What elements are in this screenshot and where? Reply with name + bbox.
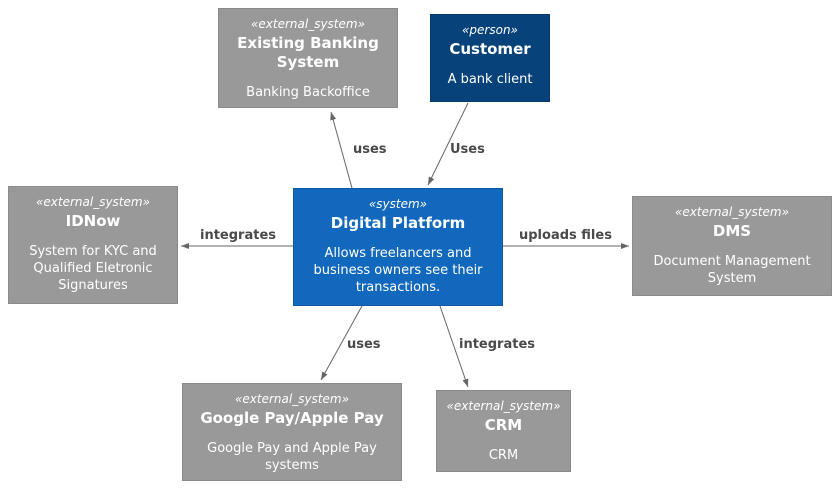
arrow-platform-to-banking: [330, 111, 353, 189]
node-name: IDNow: [65, 212, 121, 230]
node-name: Customer: [449, 40, 531, 58]
edge-label-uses-banking: uses: [353, 142, 387, 157]
node-google-pay-apple-pay: «external_system» Google Pay/Apple Pay G…: [182, 383, 402, 481]
stereotype-label: «external_system»: [446, 399, 561, 413]
node-description: Allows freelancers and business owners s…: [313, 245, 483, 295]
node-name: Digital Platform: [330, 214, 466, 232]
node-description: Banking Backoffice: [246, 84, 370, 100]
node-name: DMS: [712, 222, 752, 240]
node-customer: «person» Customer A bank client: [430, 14, 550, 102]
node-name: CRM: [484, 416, 523, 434]
node-digital-platform: «system» Digital Platform Allows freelan…: [293, 188, 503, 306]
stereotype-label: «system»: [368, 197, 428, 211]
node-description: Document Management System: [653, 253, 811, 286]
node-description: A bank client: [447, 71, 533, 87]
edge-label-integrates-crm: integrates: [459, 337, 536, 352]
edge-label-integrates-idnow: integrates: [200, 228, 277, 243]
stereotype-label: «external_system»: [251, 17, 365, 31]
node-existing-banking-system: «external_system» Existing Banking Syste…: [218, 8, 398, 108]
stereotype-label: «external_system»: [36, 195, 150, 209]
stereotype-label: «person»: [462, 23, 518, 37]
node-name: Existing Banking System: [237, 34, 379, 71]
node-description: System for KYC and Qualified Eletronic S…: [29, 243, 157, 293]
edge-label-uploads-files: uploads files: [519, 228, 612, 243]
node-description: Google Pay and Apple Pay systems: [207, 440, 377, 473]
node-description: CRM: [488, 447, 519, 463]
node-idnow: «external_system» IDNow System for KYC a…: [8, 186, 178, 304]
node-name: Google Pay/Apple Pay: [200, 409, 384, 427]
node-crm: «external_system» CRM CRM: [436, 390, 571, 472]
node-dms: «external_system» DMS Document Managemen…: [632, 196, 832, 296]
stereotype-label: «external_system»: [675, 205, 789, 219]
edge-label-uses-pay: uses: [347, 337, 381, 352]
edge-label-customer-uses: Uses: [450, 142, 485, 157]
stereotype-label: «external_system»: [235, 392, 349, 406]
